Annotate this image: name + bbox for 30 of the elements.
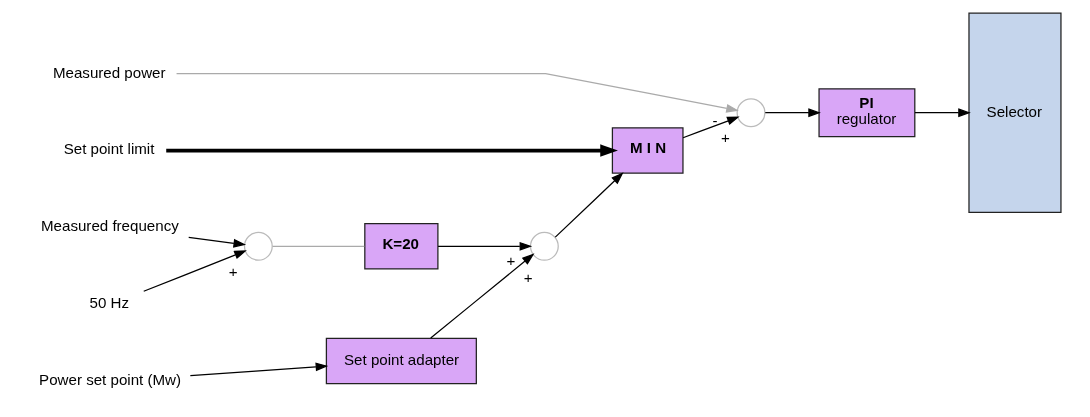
arrow bbox=[188, 236, 247, 248]
arrow bbox=[143, 250, 247, 292]
arrow bbox=[914, 108, 971, 118]
node-box: PI regulator bbox=[818, 88, 916, 138]
node-text: Set point limit bbox=[63, 140, 155, 158]
arrow bbox=[764, 108, 821, 118]
edge-label: + bbox=[228, 263, 238, 281]
node-box: Selector bbox=[968, 12, 1062, 213]
edge-label: + bbox=[506, 252, 516, 270]
arrow bbox=[430, 253, 535, 339]
node-text: Measured power bbox=[52, 63, 166, 81]
node-circle bbox=[529, 231, 559, 261]
arrow bbox=[554, 172, 624, 238]
node-circle bbox=[736, 98, 766, 128]
connector bbox=[271, 245, 365, 247]
node-text: Power set point (Mw) bbox=[39, 371, 182, 389]
node-text: Measured frequency bbox=[41, 217, 179, 235]
edge-label: + bbox=[523, 269, 533, 287]
node-text: 50 Hz bbox=[89, 294, 129, 312]
edge-label: - bbox=[712, 112, 718, 130]
node-circle bbox=[243, 231, 273, 261]
edge-label: + bbox=[721, 129, 730, 147]
arrow bbox=[682, 116, 740, 139]
arrow bbox=[437, 241, 533, 251]
arrow bbox=[175, 73, 739, 113]
arrow bbox=[189, 362, 329, 377]
node-box: Set point adapter bbox=[325, 337, 477, 385]
node-box: M I N bbox=[611, 127, 684, 174]
arrow bbox=[166, 144, 618, 157]
node-box: K=20 bbox=[364, 223, 439, 270]
